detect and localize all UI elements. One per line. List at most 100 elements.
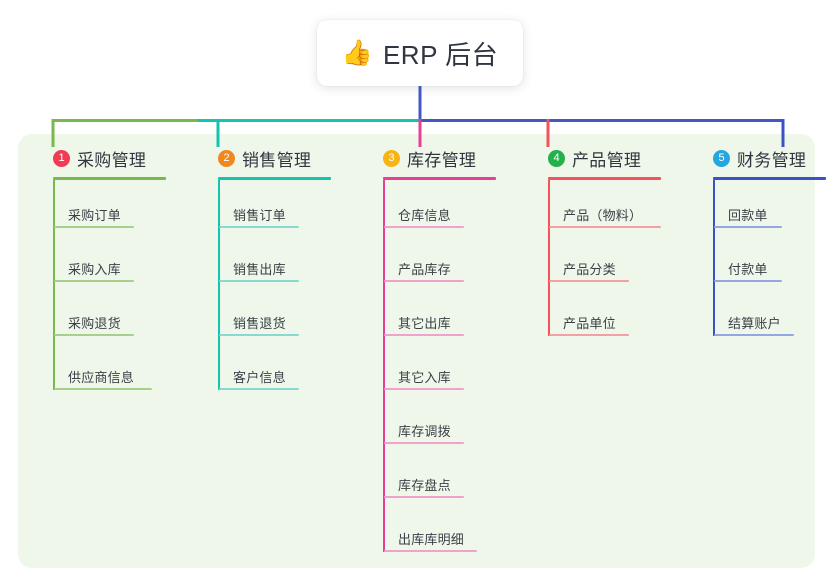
leaf-item[interactable]: 其它出库: [365, 288, 515, 342]
leaf-item-label: 销售出库: [233, 262, 286, 277]
branch-spine-3: [383, 180, 385, 552]
leaf-item-label: 销售退货: [233, 316, 286, 331]
branch-badge-4: 4: [548, 149, 565, 167]
leaf-item-label: 客户信息: [233, 370, 286, 385]
leaf-item-underline: [384, 496, 464, 498]
leaf-item-label: 采购入库: [68, 262, 121, 277]
leaf-item-underline: [219, 280, 299, 282]
leaf-item-underline: [549, 280, 629, 282]
leaf-item[interactable]: 其它入库: [365, 342, 515, 396]
branch-leaf-list-3: 仓库信息产品库存其它出库其它入库库存调拨库存盘点出库库明细: [365, 180, 515, 558]
branch-underline-2: [218, 177, 331, 180]
leaf-item-underline: [384, 442, 464, 444]
diagram-background-panel: [18, 134, 815, 568]
leaf-item[interactable]: 采购入库: [35, 234, 185, 288]
branch-title-3: 库存管理: [407, 150, 477, 170]
thumbs-up-icon: 👍: [341, 38, 373, 67]
branch-spine-4: [548, 180, 550, 336]
branch-header-1[interactable]: 1 采购管理: [35, 146, 185, 170]
branch-spine-1: [53, 180, 55, 390]
leaf-item-label: 其它入库: [398, 370, 451, 385]
leaf-item-label: 回款单: [728, 208, 768, 223]
branch-underline-4: [548, 177, 661, 180]
leaf-item-underline: [54, 280, 134, 282]
leaf-item-underline: [384, 550, 477, 552]
leaf-item-label: 库存盘点: [398, 478, 451, 493]
leaf-item[interactable]: 产品单位: [530, 288, 680, 342]
branch-leaf-list-2: 销售订单销售出库销售退货客户信息: [200, 180, 350, 396]
leaf-item-underline: [384, 280, 464, 282]
leaf-item[interactable]: 采购订单: [35, 180, 185, 234]
branch-title-2: 销售管理: [242, 150, 312, 170]
leaf-item[interactable]: 回款单: [695, 180, 839, 234]
branch-title-4: 产品管理: [572, 150, 642, 170]
leaf-item[interactable]: 结算账户: [695, 288, 839, 342]
branch-column-3[interactable]: 3 库存管理仓库信息产品库存其它出库其它入库库存调拨库存盘点出库库明细: [365, 146, 515, 558]
leaf-item-underline: [54, 334, 134, 336]
leaf-item[interactable]: 库存盘点: [365, 450, 515, 504]
leaf-item[interactable]: 供应商信息: [35, 342, 185, 396]
leaf-item-underline: [54, 388, 152, 390]
branch-column-1[interactable]: 1 采购管理采购订单采购入库采购退货供应商信息: [35, 146, 185, 396]
branch-title-1: 采购管理: [77, 150, 147, 170]
leaf-item-underline: [384, 334, 464, 336]
branch-badge-1: 1: [53, 149, 70, 167]
leaf-item[interactable]: 产品库存: [365, 234, 515, 288]
branch-spine-5: [713, 180, 715, 336]
leaf-item[interactable]: 付款单: [695, 234, 839, 288]
leaf-item[interactable]: 库存调拨: [365, 396, 515, 450]
leaf-item-label: 供应商信息: [68, 370, 135, 385]
branch-header-4[interactable]: 4 产品管理: [530, 146, 680, 170]
branch-badge-3: 3: [383, 149, 400, 167]
branch-underline-5: [713, 177, 826, 180]
leaf-item-underline: [219, 226, 299, 228]
branch-header-3[interactable]: 3 库存管理: [365, 146, 515, 170]
leaf-item[interactable]: 采购退货: [35, 288, 185, 342]
branch-underline-1: [53, 177, 166, 180]
leaf-item-label: 出库库明细: [398, 532, 465, 547]
leaf-item-underline: [549, 226, 661, 228]
leaf-item[interactable]: 销售出库: [200, 234, 350, 288]
leaf-item-label: 库存调拨: [398, 424, 451, 439]
branch-leaf-list-4: 产品（物料） 产品分类产品单位: [530, 180, 680, 342]
branch-badge-5: 5: [713, 149, 730, 167]
leaf-item-label: 其它出库: [398, 316, 451, 331]
leaf-item-label: 产品（物料）: [563, 208, 643, 223]
leaf-item-underline: [714, 334, 794, 336]
leaf-item-label: 产品分类: [563, 262, 616, 277]
branch-header-5[interactable]: 5 财务管理: [695, 146, 839, 170]
leaf-item-label: 销售订单: [233, 208, 286, 223]
branch-column-5[interactable]: 5 财务管理回款单付款单结算账户: [695, 146, 839, 342]
leaf-item-label: 采购退货: [68, 316, 121, 331]
leaf-item-underline: [549, 334, 629, 336]
leaf-item-label: 付款单: [728, 262, 768, 277]
leaf-item[interactable]: 客户信息: [200, 342, 350, 396]
leaf-item-underline: [219, 334, 299, 336]
leaf-item[interactable]: 产品（物料）: [530, 180, 680, 234]
leaf-item-underline: [714, 226, 782, 228]
leaf-item[interactable]: 销售订单: [200, 180, 350, 234]
leaf-item-underline: [219, 388, 299, 390]
leaf-item[interactable]: 出库库明细: [365, 504, 515, 558]
leaf-item-label: 采购订单: [68, 208, 121, 223]
branch-spine-2: [218, 180, 220, 390]
root-node-title: ERP 后台: [382, 39, 499, 70]
root-node-erp-backend[interactable]: 👍 ERP 后台: [317, 20, 523, 86]
leaf-item-label: 产品库存: [398, 262, 451, 277]
leaf-item-label: 仓库信息: [398, 208, 451, 223]
branch-title-5: 财务管理: [737, 150, 807, 170]
leaf-item-label: 产品单位: [563, 316, 616, 331]
branch-column-4[interactable]: 4 产品管理产品（物料） 产品分类产品单位: [530, 146, 680, 342]
leaf-item-underline: [714, 280, 782, 282]
leaf-item[interactable]: 销售退货: [200, 288, 350, 342]
leaf-item[interactable]: 产品分类: [530, 234, 680, 288]
branch-underline-3: [383, 177, 496, 180]
leaf-item-underline: [384, 226, 464, 228]
branch-leaf-list-5: 回款单付款单结算账户: [695, 180, 839, 342]
leaf-item-label: 结算账户: [728, 316, 781, 331]
leaf-item[interactable]: 仓库信息: [365, 180, 515, 234]
